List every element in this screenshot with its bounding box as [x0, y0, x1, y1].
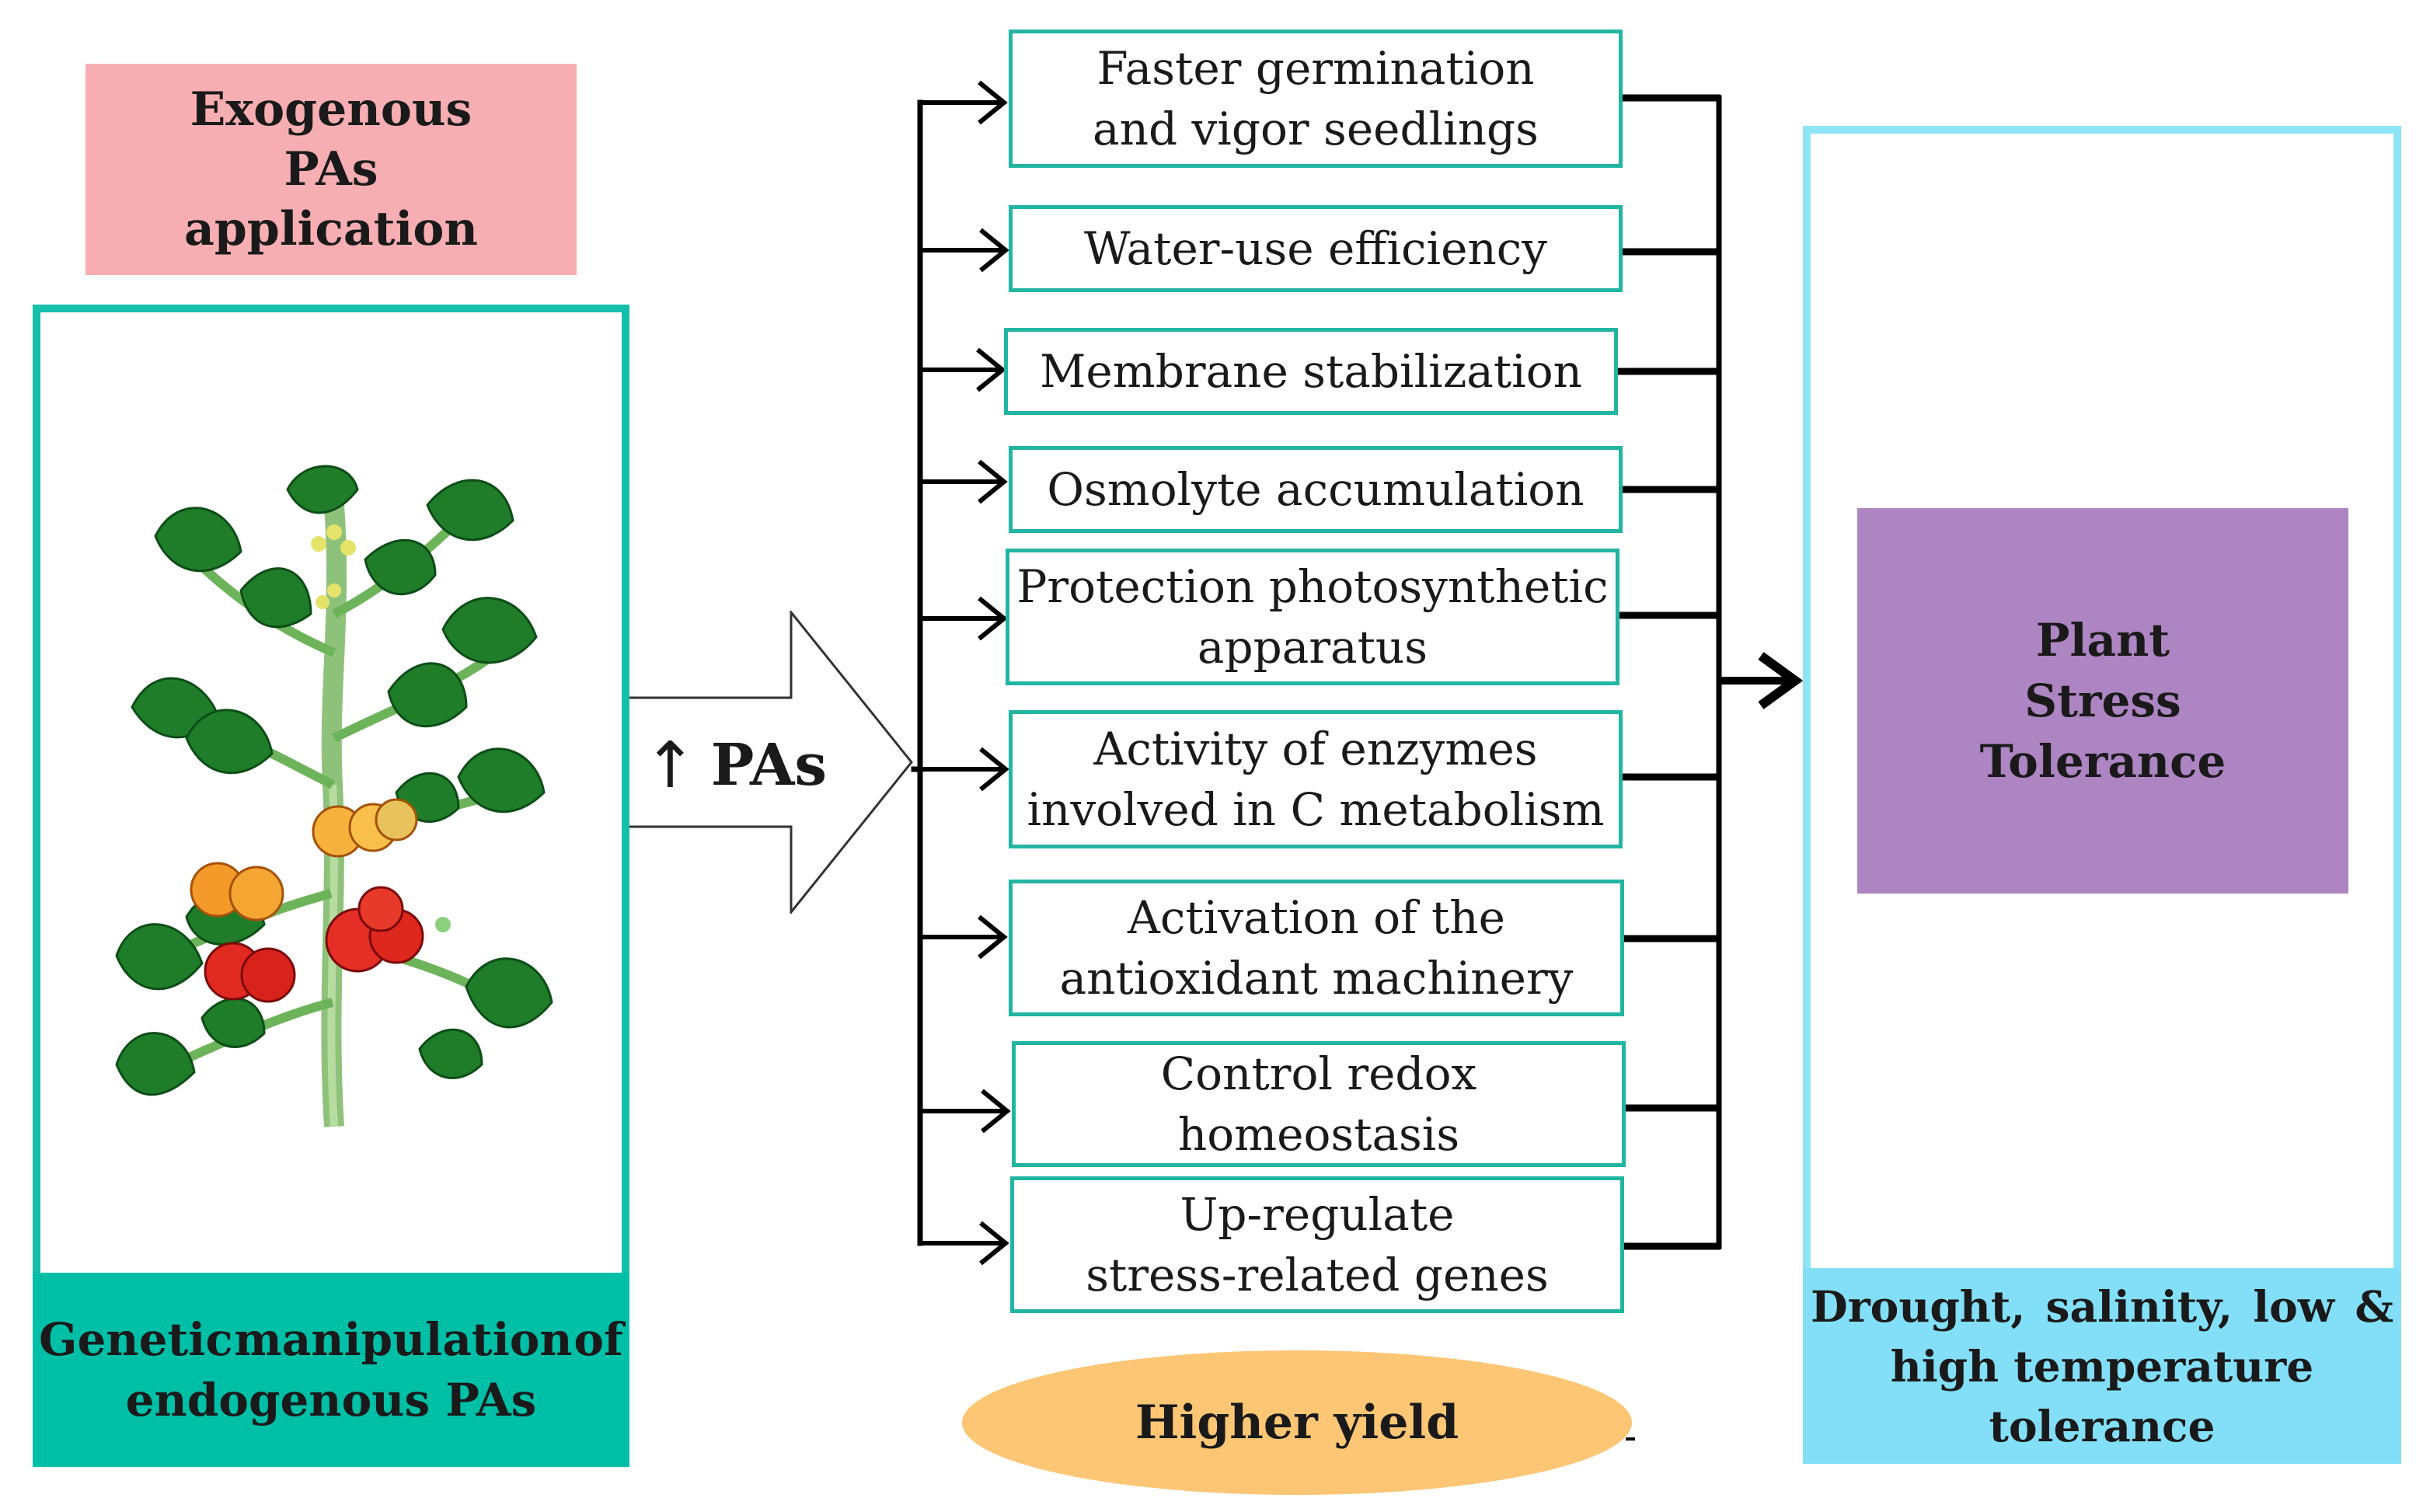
effect-line: Activity of enzymes — [1093, 723, 1538, 775]
tomato-plant-icon — [115, 465, 553, 1127]
plant-stress-tolerance-box: Plant Stress Tolerance — [1857, 508, 2348, 894]
left-arrow-icon — [920, 1221, 1009, 1266]
left-arrow-icon — [920, 747, 1009, 792]
effect-box-water-use: Water-use efficiency — [1009, 205, 1623, 292]
plant-stress-line: Stress — [2024, 674, 2181, 727]
increase-pas-label: ↑ PAs — [643, 723, 845, 808]
tolerance-word: & — [2355, 1280, 2393, 1332]
effect-line: Water-use efficiency — [1083, 222, 1548, 275]
effect-box-redox: Control redox homeostasis — [1012, 1041, 1626, 1167]
left-arrow-icon — [920, 459, 1008, 504]
left-arrow-icon — [920, 596, 1008, 641]
genetic-manipulation-label: Genetic manipulation of endogenous PAs — [33, 1273, 629, 1467]
left-arrow-icon — [920, 1089, 1011, 1134]
exogenous-line: PAs — [284, 141, 378, 197]
plant-stress-line: Plant — [2035, 614, 2170, 667]
exogenous-line: Exogenous — [190, 82, 472, 137]
tolerance-types-label: Drought, salinity, low & high temperatur… — [1803, 1268, 2401, 1464]
effect-box-osmolyte: Osmolyte accumulation — [1009, 446, 1623, 533]
genetic-word: of — [574, 1313, 623, 1366]
effect-line: Protection photosynthetic — [1016, 560, 1609, 613]
effect-line: Control redox — [1160, 1047, 1477, 1100]
effect-line: Up-regulate — [1180, 1188, 1455, 1241]
effect-box-membrane: Membrane stabilization — [1004, 328, 1618, 415]
exogenous-pas-box: Exogenous PAs application — [85, 64, 577, 275]
left-arrow-icon — [920, 80, 1008, 125]
left-arrow-icon — [920, 228, 1009, 273]
left-arrow-icon — [920, 347, 1006, 392]
effect-box-antioxidant: Activation of the antioxidant machinery — [1009, 880, 1624, 1016]
effect-box-enzymes: Activity of enzymes involved in C metabol… — [1009, 710, 1623, 848]
effect-line: Osmolyte accumulation — [1047, 463, 1585, 516]
effect-line: stress-related genes — [1086, 1249, 1549, 1301]
up-arrow-icon: ↑ — [643, 728, 697, 803]
effect-line: antioxidant machinery — [1059, 952, 1574, 1005]
effect-line: homeostasis — [1177, 1108, 1460, 1161]
tolerance-line-1: Drought, salinity, low & — [1811, 1277, 2393, 1336]
effect-box-germination: Faster germination and vigor seedlings — [1009, 30, 1623, 168]
tolerance-word: Drought, — [1811, 1280, 2026, 1332]
tolerance-line-2: high temperature tolerance — [1890, 1340, 2314, 1451]
genetic-word: Genetic — [39, 1313, 233, 1366]
higher-yield-oval: Higher yield — [962, 1350, 1632, 1495]
genetic-line-2: endogenous PAs — [125, 1374, 537, 1427]
exogenous-line: application — [184, 201, 478, 256]
big-right-arrow-icon — [629, 611, 913, 914]
effect-line: and vigor seedlings — [1093, 103, 1539, 155]
effect-box-genes: Up-regulate stress-related genes — [1010, 1176, 1624, 1313]
pas-text: PAs — [710, 732, 828, 799]
right-bold-arrow-icon — [1719, 652, 1804, 709]
genetic-word: manipulation — [234, 1313, 573, 1366]
effect-line: Faster germination — [1096, 42, 1535, 95]
plant-stress-line: Tolerance — [1979, 735, 2226, 788]
effect-line: Membrane stabilization — [1040, 345, 1582, 398]
left-arrow-icon — [920, 915, 1008, 960]
effect-line: involved in C metabolism — [1027, 783, 1605, 836]
higher-yield-label: Higher yield — [1135, 1395, 1459, 1450]
tolerance-word: low — [2253, 1280, 2335, 1332]
effect-line: Activation of the — [1128, 891, 1505, 944]
effect-box-photosynthetic: Protection photosynthetic apparatus — [1006, 549, 1619, 685]
tolerance-word: salinity, — [2045, 1280, 2233, 1332]
effect-line: apparatus — [1197, 621, 1428, 674]
genetic-line-1: Genetic manipulation of — [39, 1309, 623, 1370]
